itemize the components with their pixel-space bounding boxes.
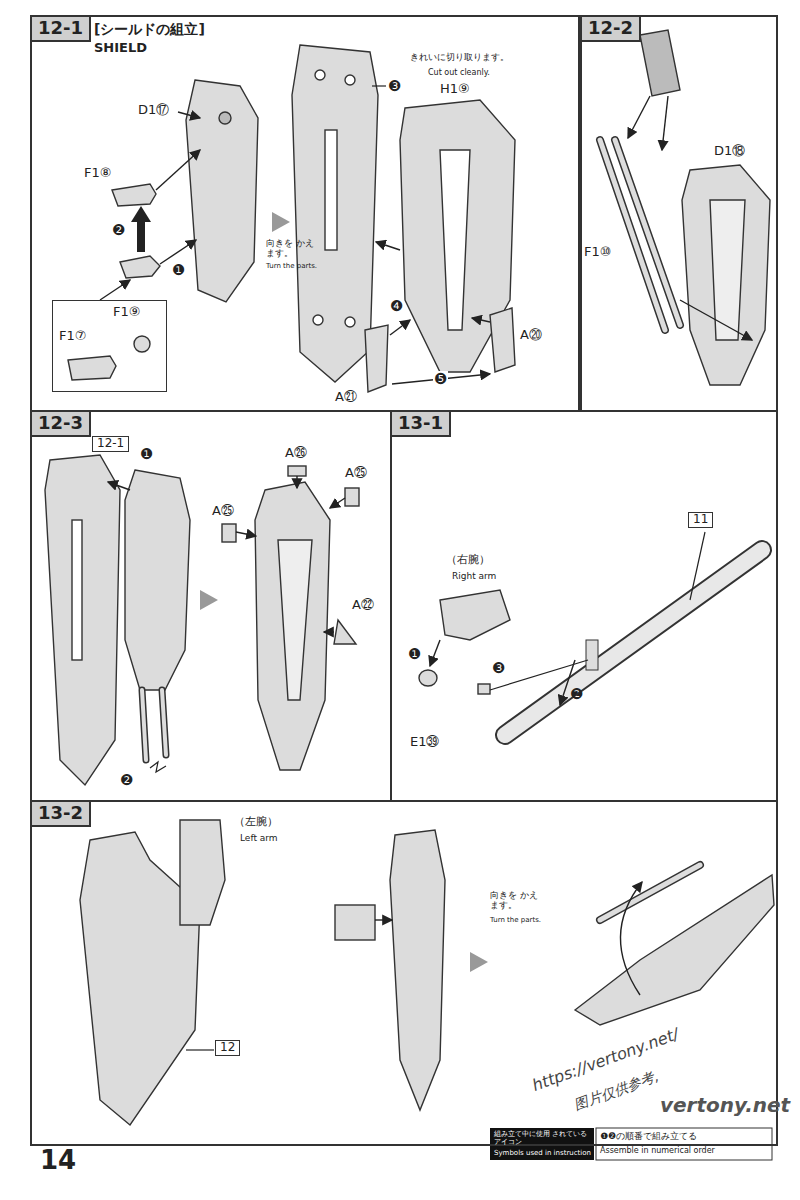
- step-title-en: SHIELD: [94, 41, 147, 56]
- arm-label-en: Left arm: [240, 833, 278, 843]
- step-number: 13-2: [32, 802, 91, 827]
- part-number: A㉕: [345, 466, 367, 481]
- page-number: 14: [40, 1146, 76, 1176]
- part-number: D1⑰: [138, 103, 169, 118]
- step-panel: 12-2: [580, 15, 778, 412]
- callout-number: ❷: [120, 772, 133, 789]
- reference-box: 12: [215, 1040, 240, 1056]
- part-number: A㉒: [352, 598, 374, 613]
- step-number: 12-3: [32, 412, 91, 437]
- footer-note: 組み立て中に使用 されている アイコン: [494, 1130, 592, 1146]
- part-number: E1㊴: [410, 735, 440, 750]
- reference-number: 12: [220, 1041, 235, 1055]
- reference-number: 11: [693, 513, 708, 527]
- callout-number: ❶: [140, 446, 153, 463]
- note-en: Cut out cleanly.: [428, 68, 490, 77]
- step-number: 12-1: [32, 17, 91, 42]
- footer-note-en: Symbols used in instruction: [494, 1149, 591, 1157]
- part-number: F1⑧: [84, 166, 111, 181]
- reference-box: 11: [688, 512, 713, 528]
- part-number: F1⑨: [113, 305, 140, 320]
- callout-number: ❸: [388, 78, 401, 95]
- part-number: D1⑱: [714, 144, 745, 159]
- arm-label-en: Right arm: [452, 571, 496, 581]
- inset-box: F1⑨ F1⑦: [52, 300, 167, 392]
- part-number: F1⑩: [584, 245, 611, 260]
- arm-label: （左腕）: [234, 816, 278, 829]
- part-number: A㉑: [335, 390, 357, 405]
- callout-number: ❸: [492, 660, 505, 677]
- step-title: [シールドの組立]: [94, 21, 205, 37]
- footer-note: ❶❷の順番で組み立てる: [600, 1131, 697, 1141]
- step-number: 12-2: [582, 17, 641, 42]
- step-number: 13-1: [392, 412, 451, 437]
- callout-number: ❺: [433, 371, 448, 388]
- note: 向きを かえます。: [266, 238, 318, 259]
- note: きれいに切り取ります。: [410, 52, 509, 62]
- note: 向きを かえます。: [490, 890, 542, 911]
- reference-number: 12-1: [97, 437, 124, 451]
- callout-number: ❷: [112, 222, 125, 239]
- part-number: A㉖: [285, 446, 307, 461]
- note-en: Turn the parts.: [490, 916, 550, 924]
- part-number: A⑳: [520, 328, 542, 343]
- reference-box: 12-1: [92, 436, 129, 452]
- callout-number: ❶: [408, 646, 421, 663]
- callout-number: ❶: [172, 262, 185, 279]
- footer-note-en: Assemble in numerical order: [600, 1146, 715, 1155]
- note-en: Turn the parts.: [266, 262, 318, 270]
- part-number: H1⑨: [440, 82, 470, 97]
- step-panel: 13-1 11: [390, 410, 778, 802]
- part-number: A㉕: [212, 504, 234, 519]
- callout-number: ❹: [390, 298, 403, 315]
- watermark: vertony.net: [660, 1094, 790, 1117]
- callout-number: ❷: [570, 686, 583, 703]
- step-panel: 12-1[シールドの組立] SHIELD F1⑨ F1⑦: [30, 15, 580, 412]
- arm-label: （右腕）: [446, 554, 490, 567]
- part-number: F1⑦: [59, 329, 86, 344]
- step-panel: 12-3 12-1: [30, 410, 392, 802]
